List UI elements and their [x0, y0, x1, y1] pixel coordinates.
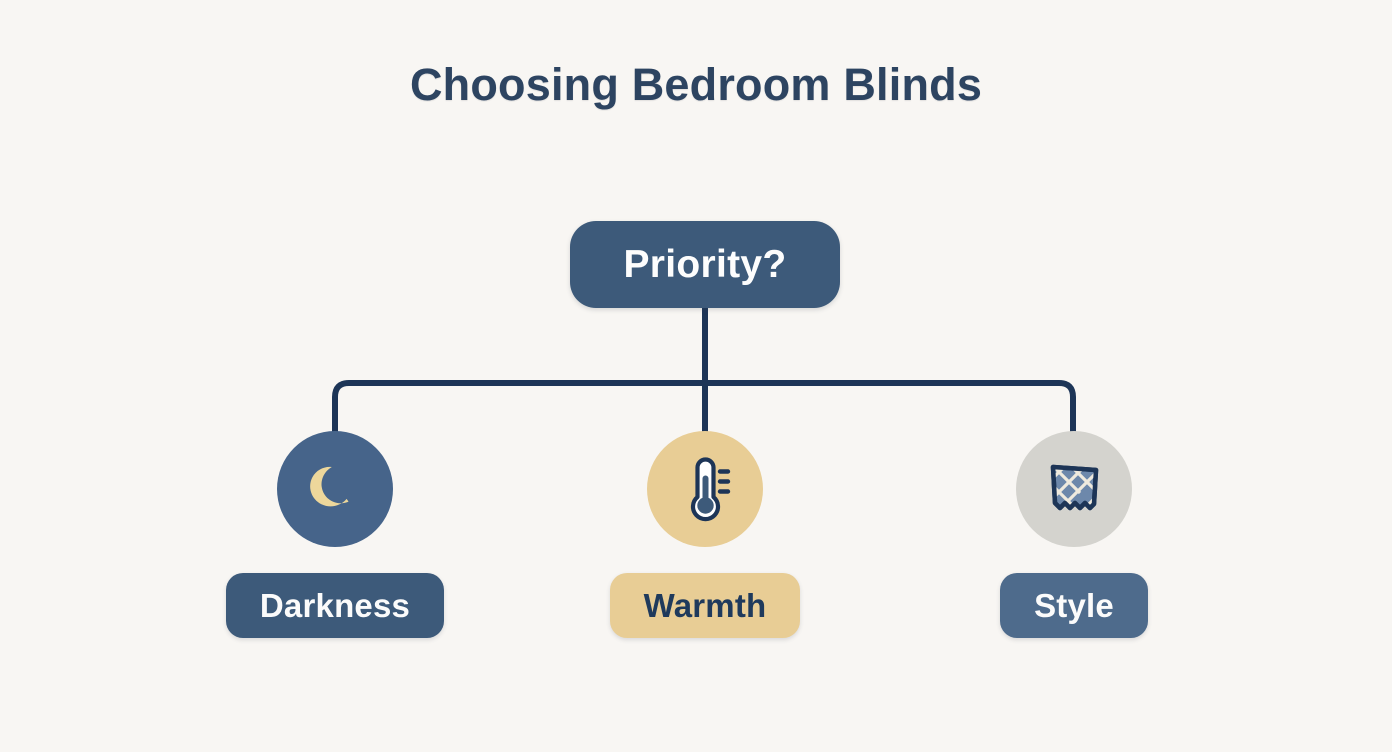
branch-label-text-style: Style	[1034, 587, 1114, 624]
branch-darkness[interactable]: Darkness	[185, 431, 485, 638]
branch-label-text-warmth: Warmth	[643, 587, 767, 624]
root-node-priority[interactable]: Priority?	[570, 221, 840, 308]
branch-icon-circle-darkness	[277, 431, 393, 547]
root-node-label: Priority?	[623, 243, 787, 286]
branch-label-darkness[interactable]: Darkness	[225, 573, 445, 638]
branch-warmth[interactable]: Warmth	[555, 431, 855, 638]
page-title: Choosing Bedroom Blinds	[409, 59, 983, 110]
branch-icon-circle-warmth	[647, 431, 763, 547]
branch-style[interactable]: Style	[924, 431, 1224, 638]
branch-label-text-darkness: Darkness	[259, 587, 411, 624]
thermometer-icon	[690, 457, 731, 522]
connector-horizontal-bar	[332, 380, 1076, 435]
crescent-moon-icon	[310, 466, 349, 507]
fabric-swatch-icon	[1050, 464, 1099, 511]
branch-icon-circle-style	[1016, 431, 1132, 547]
branch-label-style[interactable]: Style	[1000, 573, 1148, 638]
branch-label-warmth[interactable]: Warmth	[609, 573, 801, 638]
